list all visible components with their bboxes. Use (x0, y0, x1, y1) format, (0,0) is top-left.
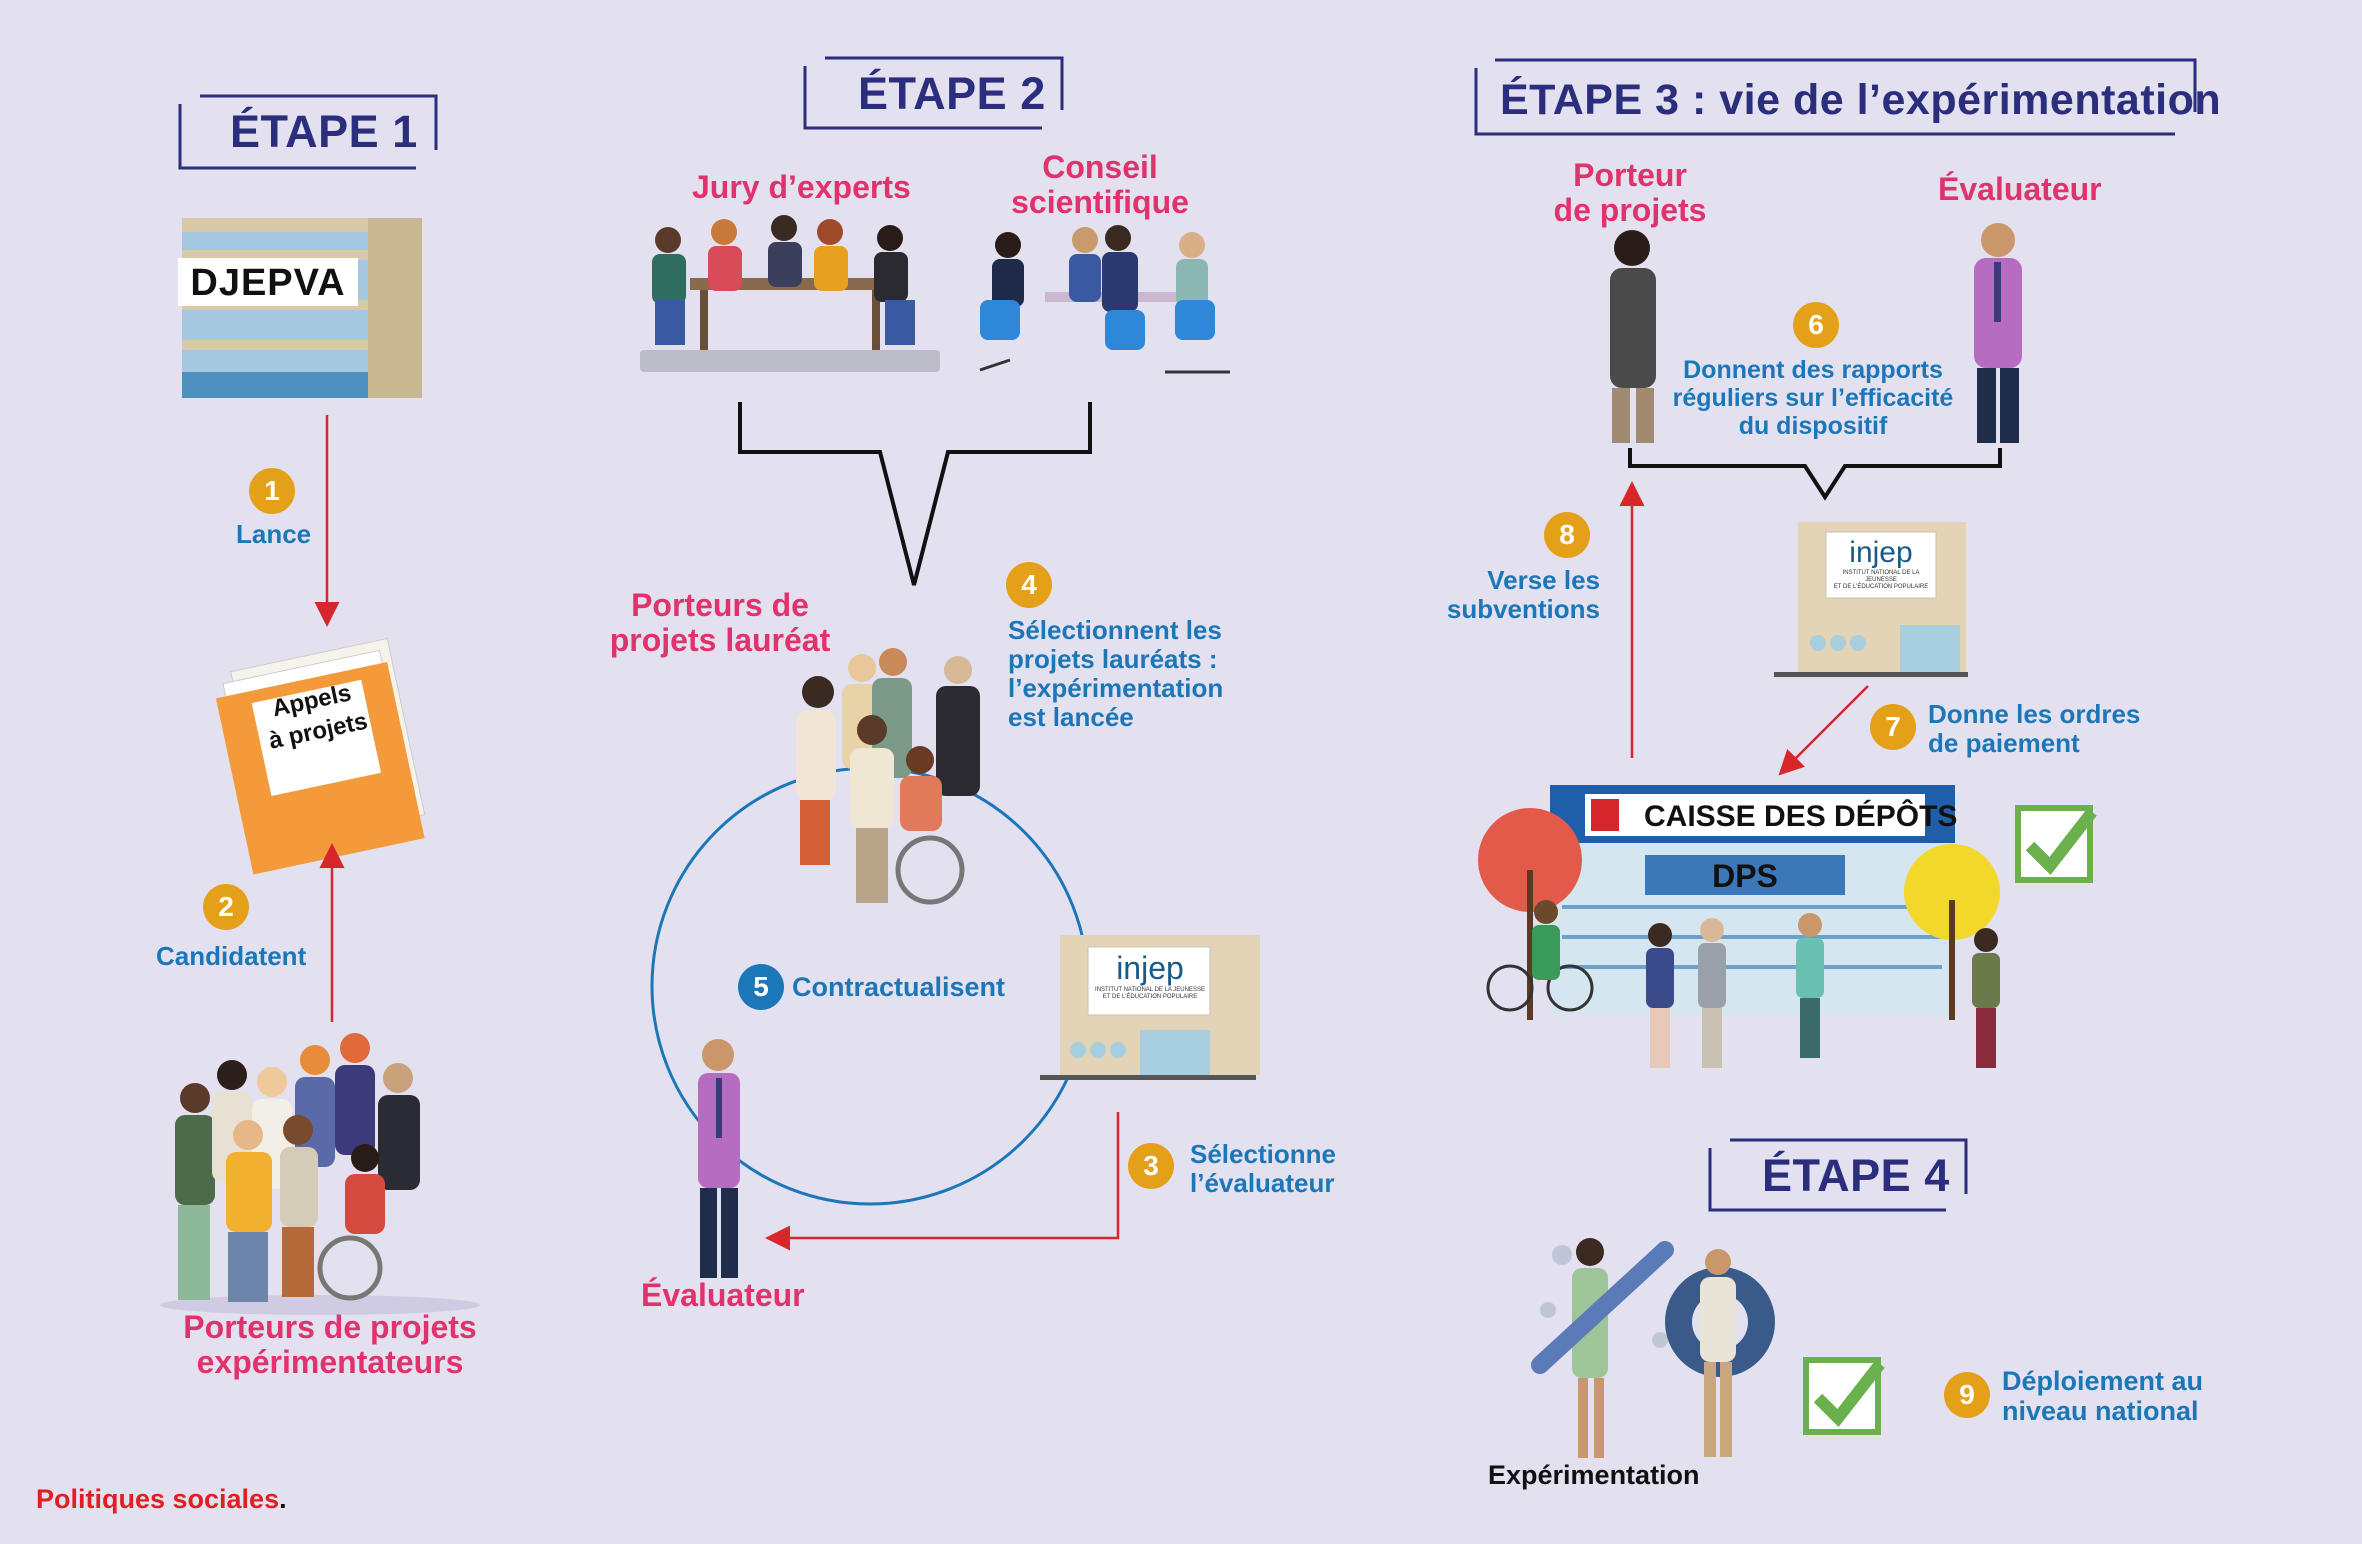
porteur-figure-icon (1610, 230, 1656, 443)
dps-label: DPS (1712, 858, 1778, 894)
step-7-badge: 7 (1870, 704, 1916, 750)
arrow-selectionne (765, 1112, 1120, 1251)
footer-brand-text: Politiques sociales (36, 1484, 280, 1514)
djepva-label: DJEPVA (190, 262, 346, 304)
step-1-badge: 1 (249, 468, 295, 514)
step-5-badge: 5 (738, 964, 784, 1010)
step-1-label: Lance (236, 519, 312, 549)
step-8-badge: 8 (1544, 512, 1590, 558)
step-3-label: Sélectionne l’évaluateur (1190, 1139, 1336, 1199)
people-group-1-icon (160, 1033, 480, 1315)
jury-meeting-icon (640, 215, 940, 372)
injep-subtitle-2: INSTITUT NATIONAL DE LA JEUNESSE ET DE L… (1095, 987, 1205, 1001)
stage-3-title: ÉTAPE 3 : vie de l’expérimentation (1500, 76, 2222, 124)
injep-subtitle-3: INSTITUT NATIONAL DE LA JEUNESSE ET DE L… (1833, 570, 1929, 591)
caisse-building-icon (1478, 785, 2000, 1068)
stage-1-title: ÉTAPE 1 (230, 106, 418, 157)
step-4-badge: 4 (1006, 562, 1052, 608)
step-6-badge: 6 (1793, 302, 1839, 348)
injep-building-icon-2 (1040, 935, 1260, 1080)
step-7-label: Donne les ordres de paiement (1928, 699, 2141, 759)
checkbox-icon-s4 (1803, 1357, 1885, 1435)
folder-icon (215, 637, 426, 875)
checkbox-icon-s3 (2015, 805, 2097, 883)
step-9-badge: 9 (1944, 1372, 1990, 1418)
step-3-badge: 3 (1128, 1143, 1174, 1189)
footer-brand: Politiques sociales. (36, 1484, 287, 1514)
step-2-label: Candidatent (156, 941, 307, 971)
people-group-laureat-icon (796, 648, 980, 905)
caisse-label: CAISSE DES DÉPÔTS (1644, 800, 1958, 833)
injep-logo-text-2: injep (1116, 950, 1184, 986)
injep-logo-3: injep INSTITUT NATIONAL DE LA JEUNESSE E… (1828, 536, 1934, 592)
evaluateur-figure-s3-icon (1974, 223, 2022, 443)
conseil-label: Conseil scientifique (1011, 149, 1189, 221)
bracket-etape2 (738, 402, 1092, 586)
djepva-building-icon (178, 218, 422, 398)
porteur-s3-label: Porteur de projets (1553, 157, 1707, 229)
evaluateur-s2-label: Évaluateur (641, 1277, 805, 1313)
step-5-label: Contractualisent (792, 972, 1006, 1002)
arrow-ordres (1778, 685, 1869, 776)
jury-label: Jury d’experts (692, 169, 911, 205)
injep-logo-2: injep INSTITUT NATIONAL DE LA JEUNESSE E… (1092, 950, 1208, 1001)
stage-2-title: ÉTAPE 2 (858, 68, 1046, 119)
scientific-council-icon (979, 225, 1230, 374)
experimentation-label: Expérimentation (1488, 1460, 1700, 1490)
experimentation-illustration-icon (1531, 1238, 1775, 1458)
porteurs-experimentateurs-label: Porteurs de projets expérimentateurs (183, 1309, 477, 1381)
stage-frames (178, 56, 2197, 1212)
porteurs-laureat-label: Porteurs de projets lauréat (609, 587, 831, 659)
injep-logo-text-3: injep (1849, 536, 1913, 569)
evaluateur-s3-label: Évaluateur (1938, 171, 2102, 207)
step-4-label: Sélectionnent les projets lauréats : l’e… (1008, 615, 1224, 733)
bracket-etape3 (1628, 448, 2002, 501)
evaluateur-figure-icon (698, 1039, 740, 1278)
step-6-label: Donnent des rapports réguliers sur l’eff… (1672, 356, 1954, 440)
step-2-badge: 2 (203, 884, 249, 930)
stage-4-title: ÉTAPE 4 (1762, 1150, 1950, 1201)
step-9-label: Déploiement au niveau national (2002, 1366, 2204, 1427)
step-8-label: Verse les subventions (1446, 565, 1600, 625)
injep-building-icon-3 (1774, 522, 1968, 677)
